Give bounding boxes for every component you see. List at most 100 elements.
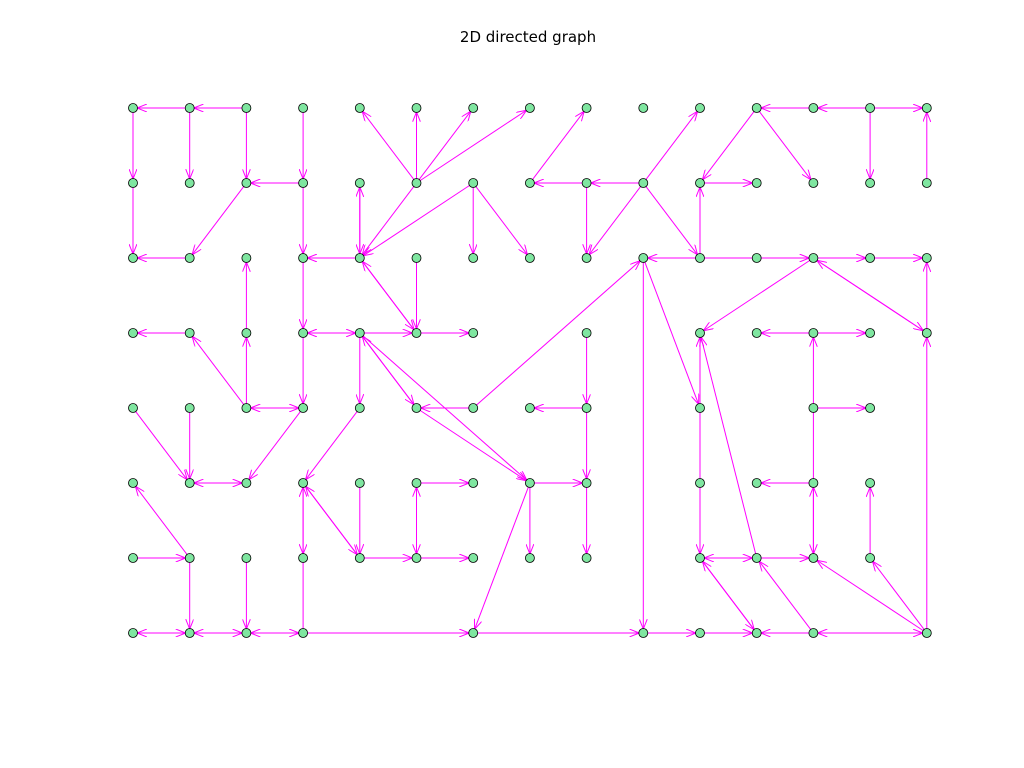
graph-node [128,628,138,638]
graph-node [638,253,649,263]
graph-node [128,328,138,338]
graph-node [128,253,138,263]
graph-edge [306,487,358,555]
graph-node [581,328,592,338]
graph-edge [306,411,358,480]
graph-edge [817,260,924,331]
graph-edge [364,185,470,255]
graph-node [184,553,195,563]
graph-node [468,253,479,263]
graph-node [808,178,819,188]
graph-node [581,103,592,113]
graph-node [184,178,195,188]
graph-node [128,553,138,563]
graph-node [525,403,535,413]
graph-node [808,253,819,263]
plot-title: 2D directed graph [459,28,597,46]
graph-node [128,178,138,188]
graph-node [921,628,932,638]
graph-node [695,553,705,563]
graph-node [865,253,875,263]
edges-layer [133,108,927,633]
graph-node [411,553,422,563]
graph-node [184,403,195,413]
graph-node [411,103,422,113]
graph-node [581,403,592,413]
graph-node [298,103,309,113]
graph-node [638,178,649,188]
graph-node [695,328,705,338]
graph-node [241,478,252,488]
graph-edge [644,262,699,404]
graph-edge [363,262,415,330]
graph-edge [589,186,641,255]
graph-node [298,403,309,413]
graph-node [695,478,705,488]
graph-node [751,628,762,638]
graph-node [751,253,762,263]
graph-edge [475,186,527,255]
graph-node [468,628,479,638]
graph-edge [703,562,755,630]
graph-node [468,403,479,413]
graph-node [525,553,535,563]
graph-node [865,103,875,113]
graph-node [695,628,705,638]
graph-node [128,103,138,113]
graph-edge [645,112,697,180]
graph-node [921,328,932,338]
graph-node [468,553,479,563]
graph-node [468,178,479,188]
graph-node [581,478,592,488]
graph-node [751,178,762,188]
graph-node [411,403,422,413]
graph-node [354,403,365,413]
graph-node [298,628,309,638]
graph-node [241,403,252,413]
graph-node [241,178,252,188]
graph-edge [192,186,245,255]
graph-node [865,328,875,338]
graph-node [298,478,309,488]
graph-node [808,403,819,413]
graph-node [581,553,592,563]
graph-node [808,478,819,488]
graph-edge [135,411,187,480]
graph-edge [759,111,810,180]
graph-edge [363,112,415,180]
graph-node [354,328,365,338]
graph-edge [873,562,925,630]
graph-node [751,553,762,563]
graph-node [865,403,875,413]
graph-node [128,478,138,488]
graph-node [241,628,252,638]
graph-edge [704,260,810,330]
graph-node [921,178,932,188]
graph-node [298,253,309,263]
graph-node [921,253,932,263]
graph-edge [192,337,245,405]
graph-node [241,328,252,338]
graph-edge [418,112,470,180]
graph-node [468,328,479,338]
graph-node [241,253,252,263]
graph-edge [701,337,757,554]
graph-node [354,103,365,113]
graph-edge [475,487,529,629]
graph-edge [249,411,301,480]
graph-node [751,103,762,113]
graph-node [695,253,705,263]
graph-node [525,178,535,188]
graph-node [411,328,422,338]
graph-node [184,253,195,263]
graph-node [695,178,705,188]
graph-node [525,478,535,488]
graph-edge [419,410,526,480]
graph-node [128,403,138,413]
nodes-layer [128,103,932,638]
graph-edge [759,562,812,630]
graph-node [184,328,195,338]
graph-edge [532,112,584,180]
graph-node [411,478,422,488]
